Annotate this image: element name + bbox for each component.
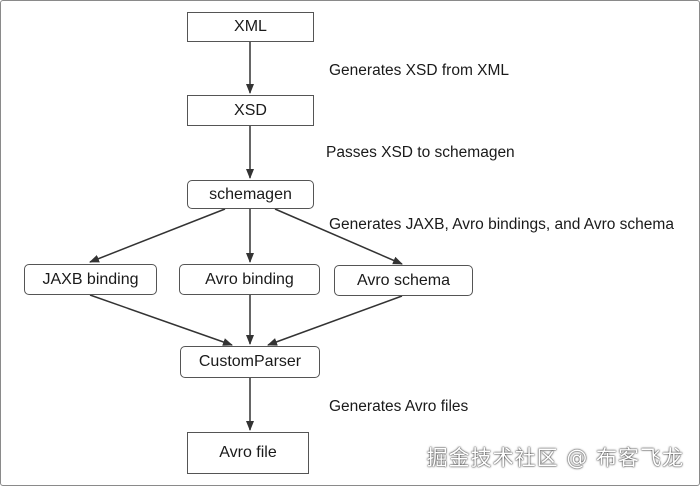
edge-jaxb-binding-to-custom-parser: [89, 294, 233, 346]
node-jaxb-binding: JAXB binding: [24, 264, 157, 295]
node-avro-file: Avro file: [187, 432, 309, 474]
watermark-text: 掘金技术社区 @ 布客飞龙: [426, 446, 684, 470]
edge-label-xml-to-xsd: Generates XSD from XML: [329, 62, 510, 79]
edge-schemagen-to-jaxb-binding: [89, 208, 226, 263]
node-avro-binding: Avro binding: [179, 264, 320, 295]
node-avro-schema: Avro schema: [334, 265, 473, 296]
node-xsd: XSD: [187, 95, 314, 126]
edge-label-xsd-to-schemagen: Passes XSD to schemagen: [326, 144, 515, 161]
edge-schemagen-to-avro-schema: [274, 208, 403, 265]
node-custom-parser: CustomParser: [180, 346, 320, 378]
edge-label-schemagen-to-outputs: Generates JAXB, Avro bindings, and Avro …: [329, 216, 674, 233]
node-xml: XML: [187, 12, 314, 42]
edge-avro-schema-to-custom-parser: [267, 295, 403, 346]
node-schemagen: schemagen: [187, 180, 314, 209]
edge-label-parser-to-file: Generates Avro files: [329, 398, 469, 415]
